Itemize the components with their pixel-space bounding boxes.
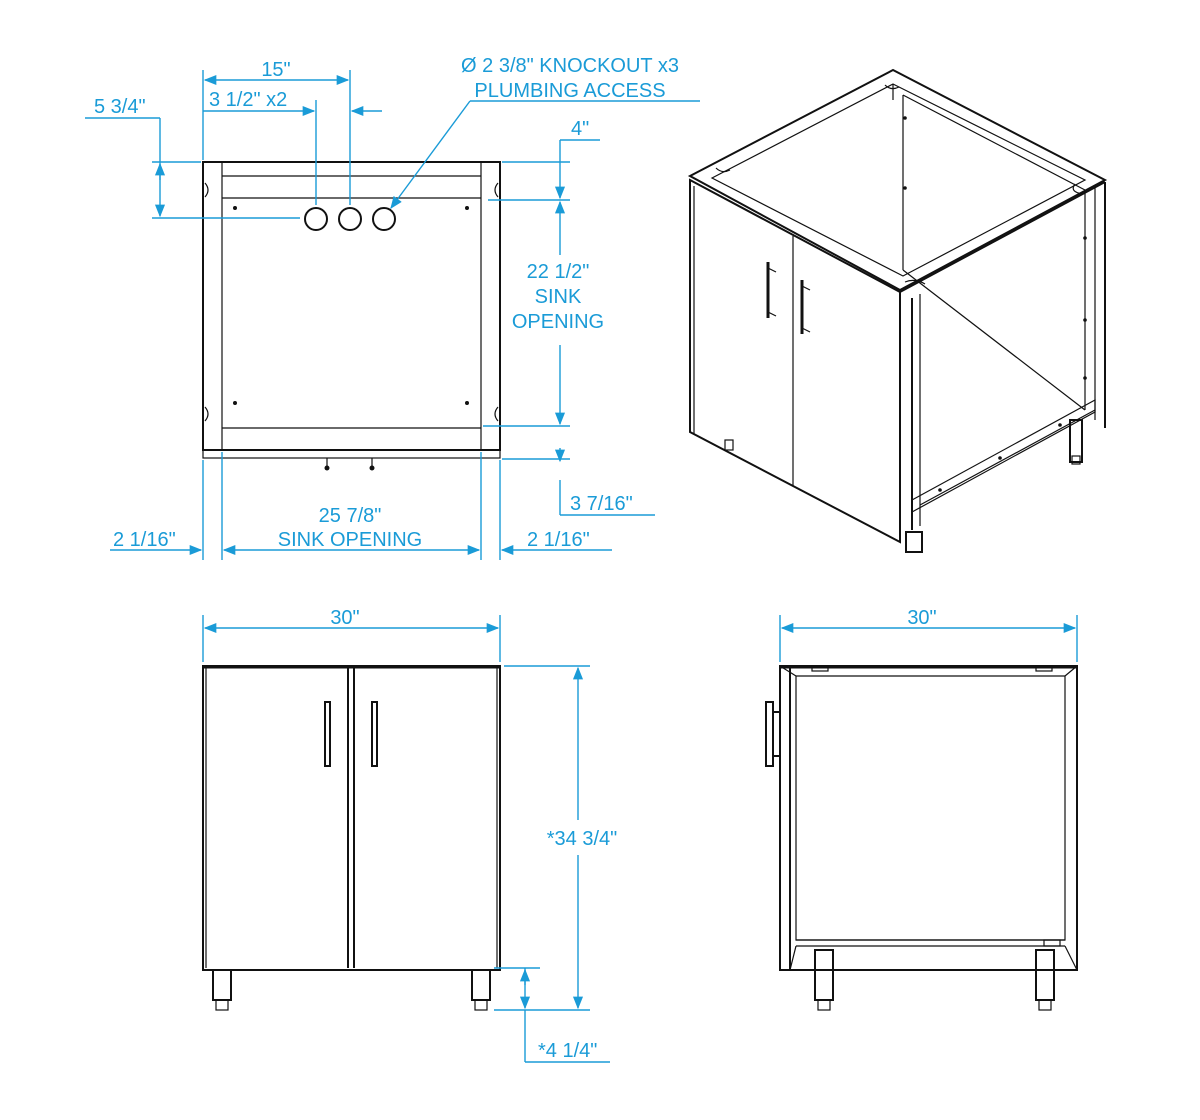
plumbing-label: PLUMBING ACCESS (474, 80, 665, 102)
dim-sink-word: SINK (535, 286, 582, 308)
dim-leg-label: *4 1/4" (538, 1040, 597, 1062)
dim-front-height-label: *34 3/4" (547, 828, 618, 850)
dim-front-width-label: 30" (330, 607, 359, 629)
dim-right-2-1-16-label: 2 1/16" (527, 529, 590, 551)
isometric-view (687, 68, 1108, 553)
dim-opening-word: OPENING (512, 311, 604, 333)
door-handle-left (324, 701, 331, 767)
knockout-hole-1 (304, 207, 328, 231)
dim-3-7-16-label: 3 7/16" (570, 493, 633, 515)
dim-spacing-label: 3 1/2" x2 (209, 89, 287, 111)
side-view: 30" (765, 607, 1078, 1011)
front-view: 30" *34 3/4" *4 1/4" (202, 607, 618, 1063)
dim-4-label: 4" (571, 118, 589, 140)
knockout-hole-2 (338, 207, 362, 231)
door-handle-right (371, 701, 378, 767)
dim-side-width-label: 30" (907, 607, 936, 629)
top-view: 15" 3 1/2" x2 Ø 2 3/8" KNOCKOUT x3 PLUMB… (85, 55, 700, 560)
dim-left-2-1-16-label: 2 1/16" (113, 529, 176, 551)
dim-sink-width-label: 25 7/8" (319, 505, 382, 527)
knockout-label: Ø 2 3/8" KNOCKOUT x3 (461, 55, 679, 77)
dim-15-label: 15" (261, 59, 290, 81)
dim-sink-depth-label: 22 1/2" (527, 261, 590, 283)
dim-sink-opening-label: SINK OPENING (278, 529, 422, 551)
dim-5-34-label: 5 3/4" (94, 96, 146, 118)
knockout-hole-3 (372, 207, 396, 231)
